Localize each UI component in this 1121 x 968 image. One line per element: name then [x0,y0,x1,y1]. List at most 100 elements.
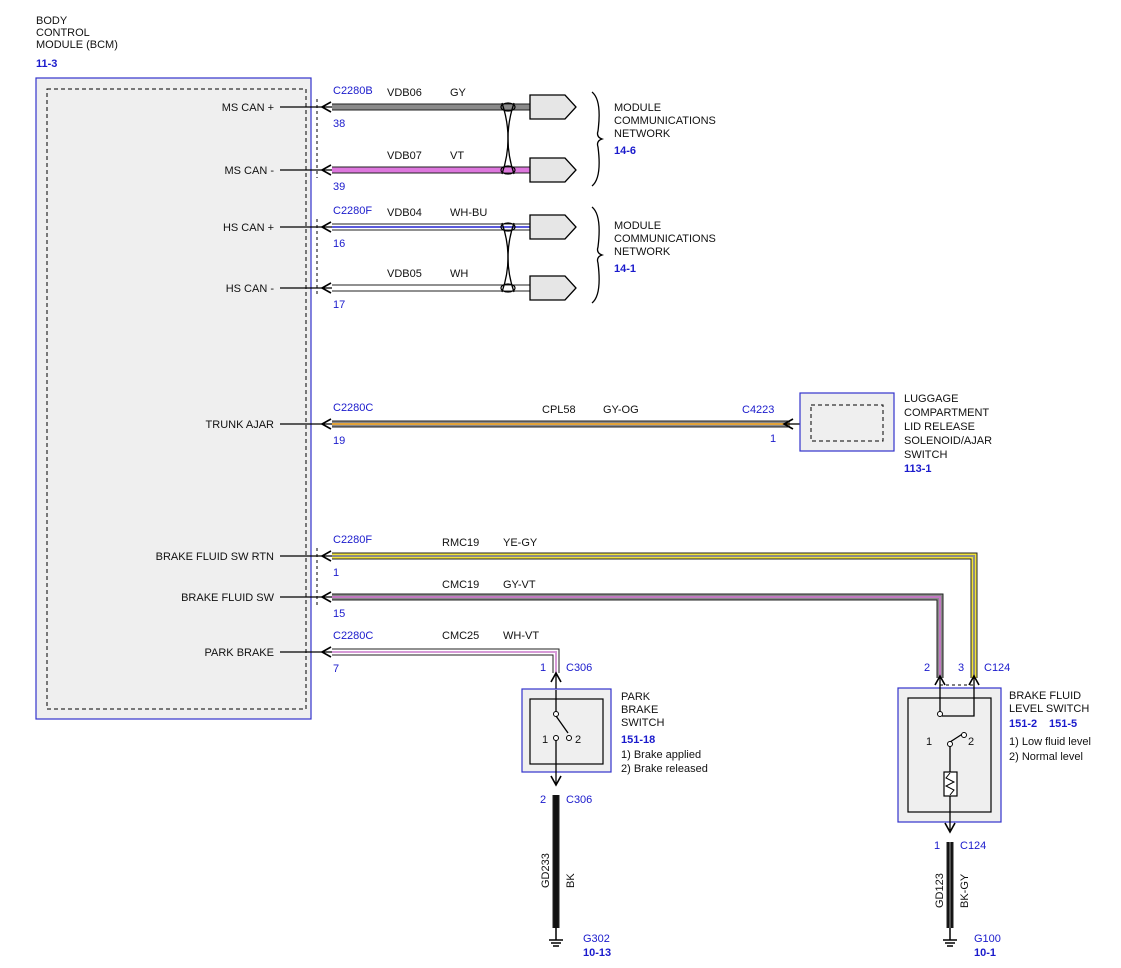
brake-fluid-sw-wire-body [332,594,943,678]
hs-can-minus-wire-color-code: WH [450,268,468,280]
network-0-title-line-0: MODULE [614,102,661,114]
fluid-contact-2-label: 2 [968,736,974,748]
network-0-title-line-1: COMMUNICATIONS [614,115,716,127]
park-title-line-0: PARK [621,691,651,703]
brake-fluid-rtn-color-code: YE-GY [503,537,538,549]
bcm-pin-label-trunk_ajar: TRUNK AJAR [206,419,275,431]
network-1-title-line-2: NETWORK [614,246,671,258]
brake-fluid-rtn-wire-body [332,553,977,678]
fluid-note-2: 2) Normal level [1009,751,1083,763]
park-top-pin: 1 [540,662,546,674]
luggage-connector-label: C4223 [742,404,774,416]
fluid-title-line-1: LEVEL SWITCH [1009,703,1089,715]
pin-number-brake_fluid_sw: 15 [333,608,345,620]
park-switch-blade [555,715,569,734]
park-top-arrow [550,671,562,683]
bcm-title-line-0: BODY [36,15,68,27]
bcm-pin-arrow-park_brake [320,646,332,658]
luggage-internal-dashed [810,404,884,442]
pin-number-hs_can_minus: 17 [333,299,345,311]
twisted-pair-right-0 [507,102,515,175]
bcm-pin-arrow-ms_can_minus [320,164,332,176]
network-0-ref: 14-6 [614,145,636,157]
network-1-title-line-0: MODULE [614,220,661,232]
ms-can-minus-wire-network-connector [529,157,577,183]
twisted-pair-left-1 [501,222,509,293]
bcm-pin-arrow-trunk_ajar [320,418,332,430]
fluid-resistor-zigzag [944,772,956,796]
bcm-pin-label-brake_fluid_sw: BRAKE FLUID SW [181,592,275,604]
park-pivot [553,711,559,717]
fluid-note-1: 1) Low fluid level [1009,736,1091,748]
luggage-title-line-3: SOLENOID/AJAR [904,435,992,447]
bcm-pin-label-ms_can_minus: MS CAN - [225,165,275,177]
park-ground-color-code: BK [565,873,577,888]
fluid-pin-left: 2 [924,662,930,674]
brake-fluid-rtn-circuit: RMC19 [442,537,479,549]
twisted-pair-bottom-loop-0 [500,165,516,175]
ms-can-plus-wire-circuit: VDB06 [387,87,422,99]
bcm-pin-label-park_brake: PARK BRAKE [205,647,275,659]
hs-can-minus-wire-circuit: VDB05 [387,268,422,280]
ms-can-minus-wire-circuit: VDB07 [387,150,422,162]
park-top-connector: C306 [566,662,592,674]
ms-can-plus-wire-network-connector [529,94,577,120]
pin-number-park_brake: 7 [333,663,339,675]
pin-number-brake_fluid_sw_rtn: 1 [333,567,339,579]
twisted-pair-top-loop-1 [500,222,516,232]
park-ref: 151-18 [621,734,655,746]
park-contact-2 [566,735,572,741]
park-contact-1-label: 1 [542,734,548,746]
brake-fluid-sw-wire-outline [332,593,944,678]
brake-fluid-sw-color-code: GY-VT [503,579,536,591]
trunk-ajar-circuit: CPL58 [542,404,576,416]
fluid-ground-circuit: GD123 [934,873,946,908]
fluid-title-line-0: BRAKE FLUID [1009,690,1081,702]
ms-can-plus-wire-color-code: GY [450,87,467,99]
brake-fluid-sw-circuit: CMC19 [442,579,479,591]
luggage-pin-number: 1 [770,433,776,445]
luggage-title-line-2: LID RELEASE [904,421,975,433]
pin-number-ms_can_plus: 38 [333,118,345,130]
park-brake-wire-outline [332,648,560,673]
bcm-title-line-2: MODULE (BCM) [36,39,118,51]
pin-number-ms_can_minus: 39 [333,181,345,193]
hs-can-plus-wire-network-connector [529,214,577,240]
park-brake-wire-stripe [332,651,557,673]
bcm-title-line-1: CONTROL [36,27,90,39]
trunk-ajar-color-code: GY-OG [603,404,639,416]
hs-can-minus-wire-network-connector [529,275,577,301]
bcm-pin-label-hs_can_plus: HS CAN + [223,222,274,234]
fluid-ground-ref: 10-1 [974,947,996,959]
connector-label-ms_can_plus: C2280B [333,85,373,97]
twisted-pair-top-loop-0 [500,102,516,112]
luggage-title-line-4: SWITCH [904,449,947,461]
park-note-1: 1) Brake applied [621,749,701,761]
brake-fluid-rtn-wire-stripe [332,555,975,678]
luggage-title-line-1: COMPARTMENT [904,407,989,419]
park-ground-label: G302 [583,933,610,945]
fluid-ground-label: G100 [974,933,1001,945]
connector-label-hs_can_plus: C2280F [333,205,372,217]
fluid-pivot [937,711,943,717]
park-contact-2-label: 2 [575,734,581,746]
luggage-arrow [782,418,794,430]
brake-fluid-sw-wire-stripe [332,596,941,678]
park-bottom-arrow [550,775,562,787]
park-note-2: 2) Brake released [621,763,708,775]
fluid-contact-1-label: 1 [926,736,932,748]
hs-can-plus-wire-color-code: WH-BU [450,207,487,219]
bcm-pin-label-brake_fluid_sw_rtn: BRAKE FLUID SW RTN [156,551,274,563]
fluid-connector: C124 [984,662,1010,674]
bcm-module-box [35,77,312,720]
fluid-ref-1: 151-2 [1009,718,1037,730]
twisted-pair-left-0 [501,102,509,175]
luggage-component-box [799,392,895,452]
connector-label-brake_fluid_sw_rtn: C2280F [333,534,372,546]
fluid-ground-color-code: BK-GY [959,873,971,908]
pin-number-trunk_ajar: 19 [333,435,345,447]
fluid-ref-2: 151-5 [1049,718,1077,730]
hs-can-plus-wire-circuit: VDB04 [387,207,422,219]
fluid-contact-1 [947,741,953,747]
